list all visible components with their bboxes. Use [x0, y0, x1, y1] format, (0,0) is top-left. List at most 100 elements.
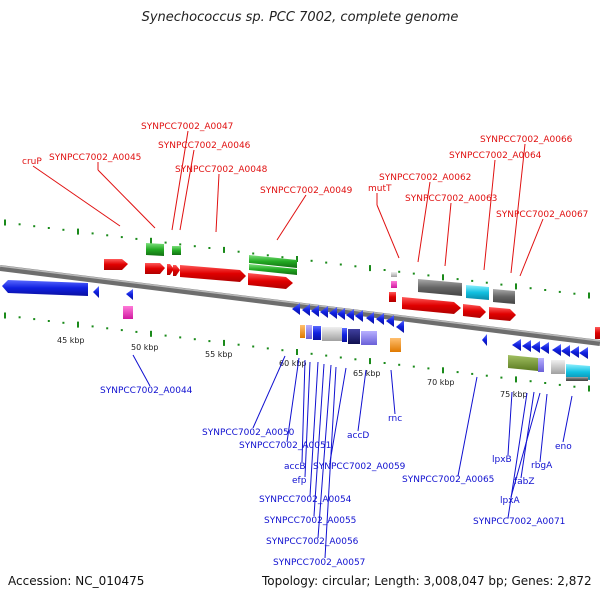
gene-lpxB[interactable]	[508, 355, 538, 371]
label-A0067: SYNPCC7002_A0067	[496, 210, 588, 220]
label-lpxB: lpxB	[492, 455, 512, 465]
gene-eno-shadow[interactable]	[566, 377, 588, 381]
gene-rbgA[interactable]	[551, 360, 565, 374]
ruler-tick	[310, 352, 313, 355]
ruler-tick	[354, 358, 357, 361]
gene-reverse-arrow[interactable]	[337, 308, 345, 320]
gene-reverse-arrow[interactable]	[522, 340, 531, 352]
gene-mutT-2[interactable]	[391, 281, 397, 288]
ruler-tick	[544, 382, 547, 384]
ruler-tick	[296, 349, 298, 355]
ruler-tick	[471, 372, 474, 375]
gene-A0054[interactable]	[342, 328, 347, 342]
gene-A0064[interactable]	[489, 307, 516, 321]
gene-A0047[interactable]	[173, 265, 180, 276]
ruler-tick	[427, 274, 430, 277]
ruler-tick	[500, 376, 503, 379]
ruler-tick	[150, 330, 152, 337]
gene-A0063[interactable]	[463, 304, 486, 318]
gene-green-3[interactable]	[249, 255, 297, 268]
ruler-tick	[281, 349, 284, 352]
ruler-label: 45 kbp	[57, 336, 85, 345]
gene-A0044[interactable]	[123, 306, 133, 319]
gene-reverse-arrow[interactable]	[302, 304, 310, 316]
ruler-tick	[398, 270, 401, 273]
gene-reverse-arrow[interactable]	[386, 315, 394, 327]
ruler-tick	[208, 340, 211, 343]
gene-reverse-arrow[interactable]	[329, 307, 337, 319]
ruler-label: 70 kbp	[427, 378, 455, 387]
gene-reverse-arrow[interactable]	[540, 342, 549, 354]
ruler-tick	[339, 356, 342, 359]
ruler-tick	[47, 227, 50, 229]
gene-reverse-arrow[interactable]	[531, 341, 540, 353]
gene-eno[interactable]	[566, 364, 590, 380]
label-cruP: cruP	[22, 157, 42, 167]
gene-reverse-arrow[interactable]	[366, 312, 374, 324]
leader-line	[329, 367, 347, 463]
ruler-tick	[471, 279, 474, 282]
gene-A0045[interactable]	[145, 263, 165, 274]
gene-cruP[interactable]	[104, 259, 128, 270]
gene-blue-3[interactable]	[126, 289, 133, 300]
gene-reverse-arrow[interactable]	[570, 346, 579, 358]
ruler-label: 65 kbp	[353, 369, 381, 378]
ruler-tick	[354, 265, 357, 268]
gene-mutT-1[interactable]	[391, 272, 397, 277]
gene-A0048[interactable]	[180, 265, 246, 282]
leader-line	[215, 173, 220, 233]
gene-A0051[interactable]	[306, 325, 312, 339]
gene-blue-2[interactable]	[93, 286, 99, 298]
gene-rnc-blue[interactable]	[396, 320, 404, 333]
leader-line	[97, 169, 156, 229]
gene-reverse-arrow[interactable]	[552, 344, 561, 356]
gene-blue-1[interactable]	[2, 280, 88, 296]
gene-reverse-arrow[interactable]	[292, 303, 300, 315]
gene-A0062[interactable]	[402, 297, 461, 314]
gene-reverse-arrow[interactable]	[512, 339, 521, 351]
gene-rnc[interactable]	[390, 338, 401, 352]
gene-reverse-arrow[interactable]	[320, 306, 328, 318]
ruler-tick	[412, 365, 415, 368]
gene-accB[interactable]	[313, 326, 321, 340]
gene-A0064-cyan[interactable]	[466, 285, 489, 300]
ruler-tick	[529, 380, 532, 383]
ruler-tick	[442, 367, 444, 374]
gene-fabZ[interactable]	[538, 358, 544, 372]
gene-edge[interactable]	[595, 327, 600, 339]
label-A0064: SYNPCC7002_A0064	[449, 151, 542, 161]
gene-A0055[interactable]	[348, 329, 360, 344]
label-A0051: SYNPCC7002_A0051	[239, 441, 331, 451]
gene-mutT[interactable]	[389, 292, 396, 302]
gene-A0046[interactable]	[167, 264, 174, 275]
gene-reverse-arrow[interactable]	[355, 310, 363, 322]
ruler-tick	[266, 254, 269, 257]
gene-efp[interactable]	[322, 327, 342, 341]
gene-green-4[interactable]	[249, 264, 297, 275]
label-A0048: SYNPCC7002_A0048	[175, 165, 268, 175]
ruler-tick	[588, 292, 590, 299]
gene-reverse-arrow[interactable]	[561, 345, 570, 357]
gene-A0050[interactable]	[300, 325, 305, 338]
gene-A0056[interactable]	[361, 331, 377, 345]
leader-line	[510, 392, 541, 498]
gene-A0062-gray[interactable]	[418, 279, 462, 296]
gene-reverse-arrow[interactable]	[376, 313, 384, 325]
ruler-tick	[135, 237, 138, 240]
gene-reverse-arrow[interactable]	[346, 309, 354, 321]
gene-reverse-arrow[interactable]	[311, 305, 319, 317]
ruler-tick	[106, 327, 109, 330]
gene-A0066-gray[interactable]	[493, 289, 515, 304]
gene-reverse-arrow[interactable]	[579, 347, 588, 359]
gene-A0049[interactable]	[248, 273, 293, 289]
label-A0050: SYNPCC7002_A0050	[202, 428, 295, 438]
ruler-tick	[544, 289, 547, 291]
gene-A0065-blue[interactable]	[482, 334, 487, 346]
gene-green-2[interactable]	[172, 246, 181, 255]
ruler-tick	[369, 358, 371, 365]
ruler-label: 50 kbp	[131, 343, 159, 352]
ruler-tick	[193, 338, 196, 341]
gene-green-1[interactable]	[146, 243, 164, 256]
